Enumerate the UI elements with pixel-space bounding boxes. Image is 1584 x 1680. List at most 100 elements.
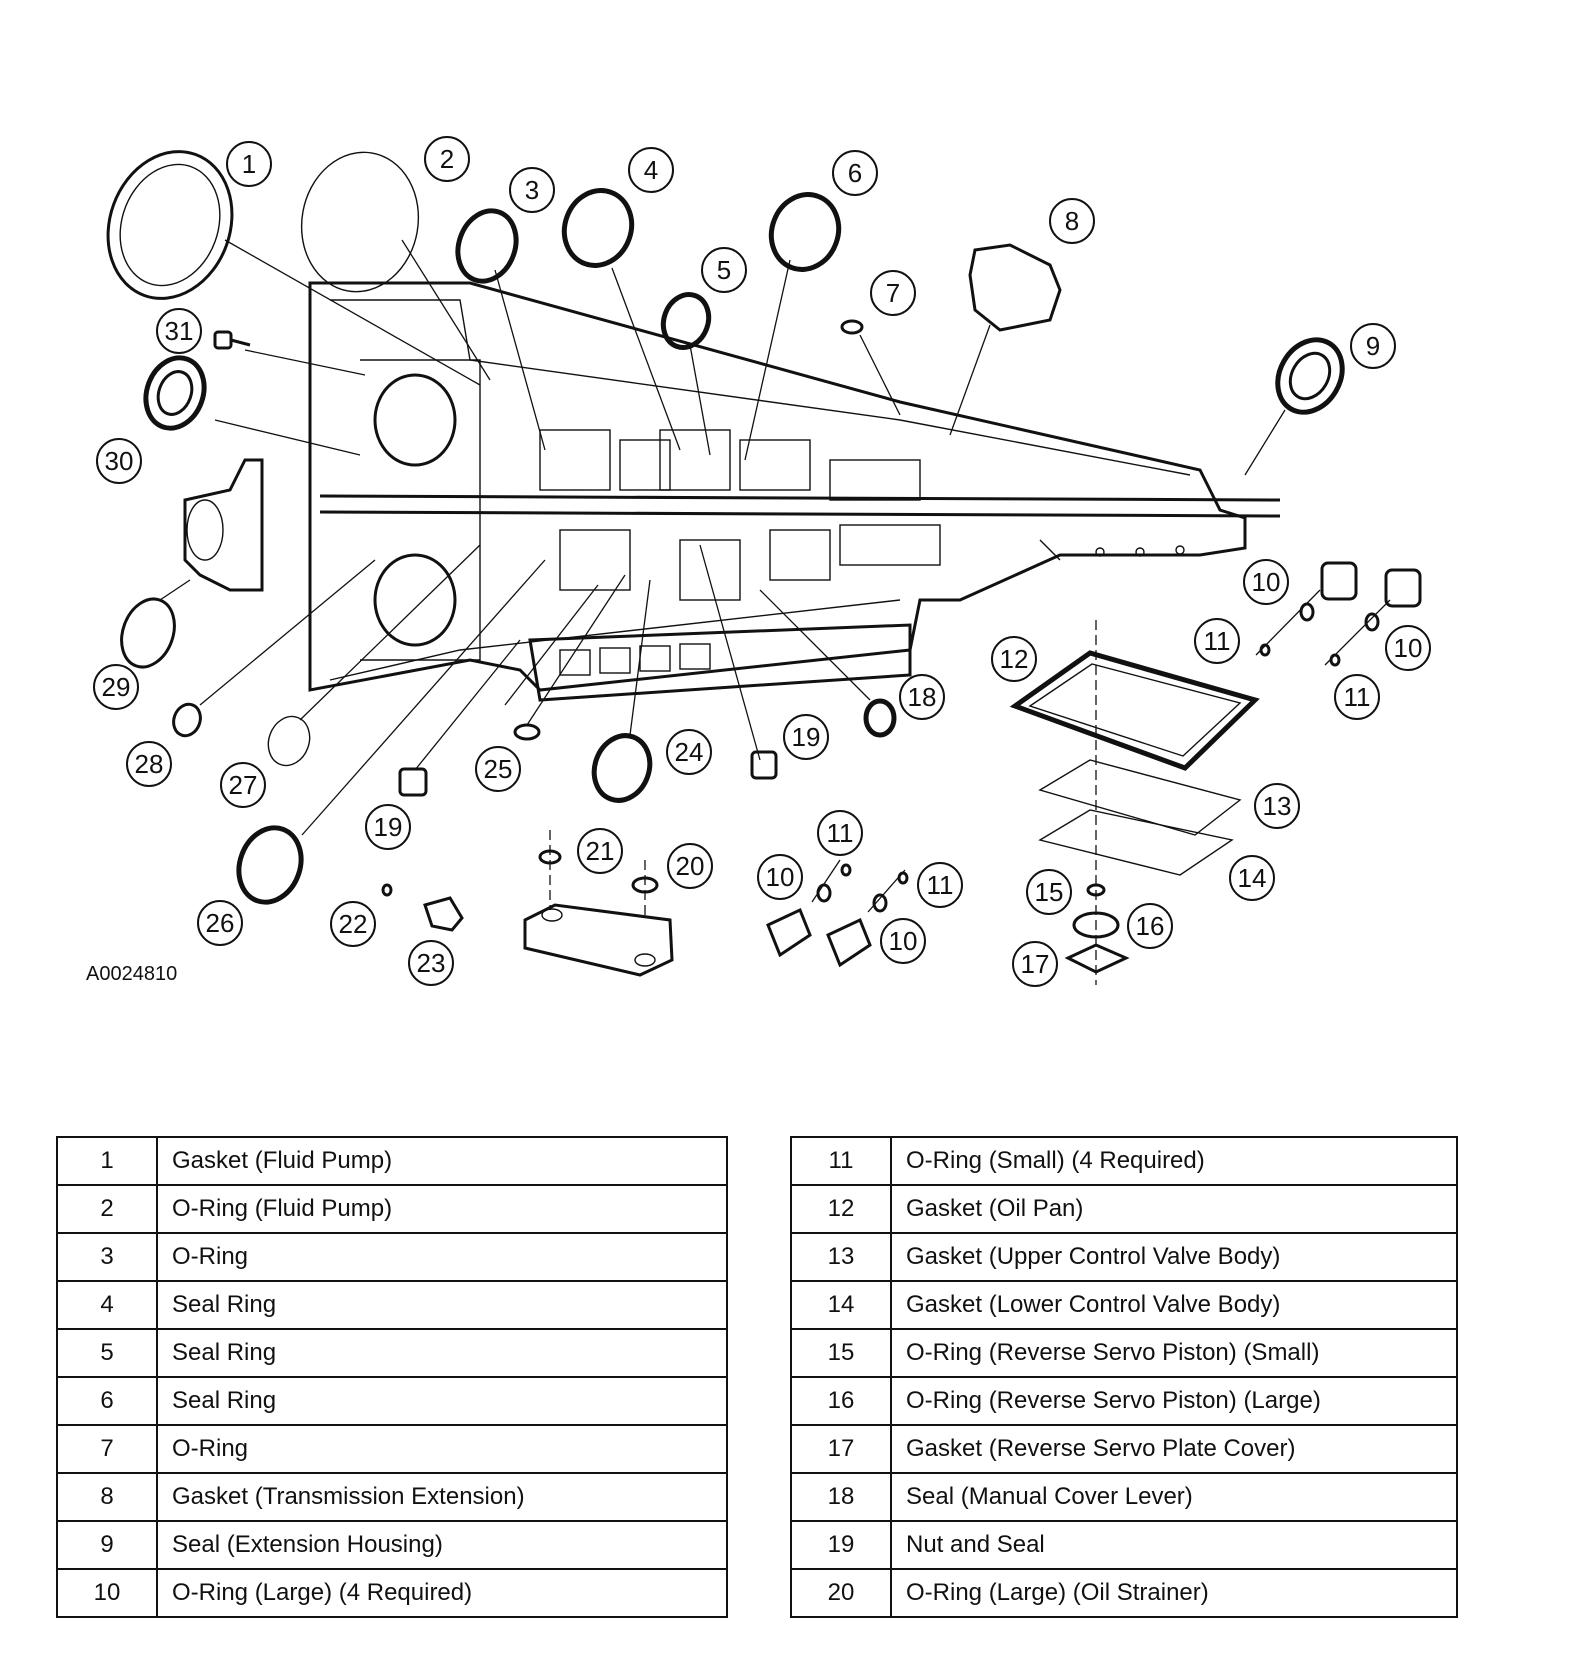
- part-number: 15: [790, 1328, 892, 1378]
- svg-text:21: 21: [586, 836, 615, 866]
- part-number: 18: [790, 1472, 892, 1522]
- callout-29: 29: [93, 664, 139, 710]
- part-19-nut-and-seal-left: [398, 767, 428, 797]
- callout-20: 20: [667, 843, 713, 889]
- part-17-servo-plate-cover-gasket: [1064, 943, 1130, 974]
- part-7-o-ring: [840, 319, 864, 335]
- part-number: 17: [790, 1424, 892, 1474]
- part-number: 2: [56, 1184, 158, 1234]
- callout-18: 18: [899, 674, 945, 720]
- svg-text:31: 31: [165, 316, 194, 346]
- part-description: O-Ring (Fluid Pump): [156, 1184, 728, 1234]
- svg-text:10: 10: [1394, 633, 1423, 663]
- callout-13: 13: [1254, 783, 1300, 829]
- part-6-seal-ring: [768, 192, 842, 272]
- transmission-case: [308, 281, 1281, 702]
- svg-text:12: 12: [1000, 644, 1029, 674]
- part-number: 8: [56, 1472, 158, 1522]
- part-12-oil-pan-gasket: [1009, 650, 1260, 771]
- svg-text:10: 10: [766, 862, 795, 892]
- part-description: Nut and Seal: [890, 1520, 1458, 1570]
- callout-15: 15: [1026, 869, 1072, 915]
- part-description: O-Ring (Small) (4 Required): [890, 1136, 1458, 1186]
- figure-code: A0024810: [86, 963, 178, 985]
- svg-text:17: 17: [1021, 949, 1050, 979]
- part-2-fluid-pump-o-ring: [300, 151, 420, 293]
- leader-lines: [159, 239, 1391, 913]
- callout-10-b: 10: [1385, 625, 1431, 671]
- svg-text:28: 28: [135, 749, 164, 779]
- svg-text:20: 20: [676, 851, 705, 881]
- svg-text:11: 11: [1204, 626, 1231, 656]
- part-description: O-Ring (Reverse Servo Piston) (Large): [890, 1376, 1458, 1426]
- svg-text:25: 25: [484, 754, 513, 784]
- part-description: O-Ring (Reverse Servo Piston) (Small): [890, 1328, 1458, 1378]
- part-description: Gasket (Upper Control Valve Body): [890, 1232, 1458, 1282]
- callout-11-a: 11: [1194, 618, 1240, 664]
- svg-text:18: 18: [908, 682, 937, 712]
- svg-text:24: 24: [675, 737, 704, 767]
- callout-11-d: 11: [917, 862, 963, 908]
- svg-text:1: 1: [242, 149, 256, 179]
- part-25-o-ring: [513, 723, 541, 741]
- part-23-fitting: [423, 896, 464, 932]
- part-number: 4: [56, 1280, 158, 1330]
- part-description: Seal Ring: [156, 1376, 728, 1426]
- part-number: 3: [56, 1232, 158, 1282]
- part-description: Gasket (Reverse Servo Plate Cover): [890, 1424, 1458, 1474]
- part-31-bolt: [213, 330, 251, 350]
- callout-26: 26: [197, 900, 243, 946]
- part-number: 10: [56, 1568, 158, 1618]
- part-number: 6: [56, 1376, 158, 1426]
- callout-12: 12: [991, 636, 1037, 682]
- part-9-extension-housing-seal: [1275, 337, 1345, 415]
- svg-text:14: 14: [1238, 863, 1267, 893]
- svg-text:11: 11: [1344, 682, 1371, 712]
- part-10-plugs-lower: [766, 907, 872, 968]
- callout-19-right: 19: [783, 714, 829, 760]
- callout-10-a: 10: [1243, 559, 1289, 605]
- part-description: Gasket (Lower Control Valve Body): [890, 1280, 1458, 1330]
- part-description: O-Ring (Large) (Oil Strainer): [890, 1568, 1458, 1618]
- callout-2: 2: [424, 136, 470, 182]
- svg-text:19: 19: [374, 812, 403, 842]
- callout-23: 23: [408, 940, 454, 986]
- part-number: 19: [790, 1520, 892, 1570]
- part-description: Seal (Manual Cover Lever): [890, 1472, 1458, 1522]
- svg-text:10: 10: [889, 926, 918, 956]
- svg-text:23: 23: [417, 948, 446, 978]
- part-number: 11: [790, 1136, 892, 1186]
- svg-text:11: 11: [927, 870, 954, 900]
- svg-text:26: 26: [206, 908, 235, 938]
- svg-text:16: 16: [1136, 911, 1165, 941]
- part-description: Seal (Extension Housing): [156, 1520, 728, 1570]
- svg-text:2: 2: [440, 144, 454, 174]
- svg-text:7: 7: [886, 278, 900, 308]
- callout-7: 7: [870, 270, 916, 316]
- part-26-seal-ring: [236, 825, 304, 905]
- part-number: 14: [790, 1280, 892, 1330]
- part-13-upper-valve-body-gasket: [1038, 759, 1242, 836]
- callout-6: 6: [832, 150, 878, 196]
- svg-text:8: 8: [1065, 206, 1079, 236]
- svg-text:13: 13: [1263, 791, 1292, 821]
- part-description: Gasket (Oil Pan): [890, 1184, 1458, 1234]
- callout-22: 22: [330, 901, 376, 947]
- callout-14: 14: [1229, 855, 1275, 901]
